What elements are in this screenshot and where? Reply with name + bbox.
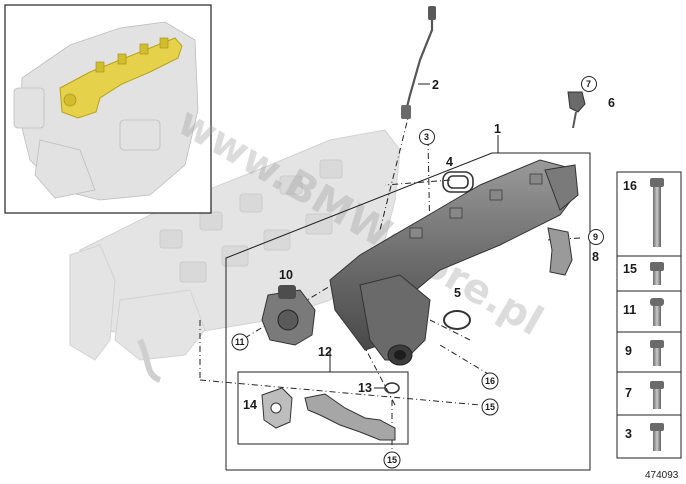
callout-4: 4	[446, 155, 453, 169]
callout-2: 2	[432, 78, 439, 92]
part-12-pipe	[304, 393, 396, 441]
callout-15b-circle	[383, 451, 401, 469]
callout-13: 13	[358, 381, 372, 395]
part-6-sensor	[567, 91, 586, 129]
callout-11: 11	[235, 337, 245, 347]
callout-15a: 15	[485, 402, 495, 412]
legend-num-3: 3	[625, 427, 632, 441]
legend-num-15: 15	[623, 262, 637, 276]
engine-ghost	[69, 129, 401, 383]
legend-num-16: 16	[623, 179, 637, 193]
callout-1: 1	[494, 122, 501, 136]
callout-16-circle	[481, 372, 499, 390]
callout-9-circle	[588, 229, 604, 245]
legend-num-11: 11	[623, 303, 636, 317]
bolt-11-icon	[650, 298, 664, 326]
legend-num-7: 7	[625, 386, 632, 400]
callout-11-circle	[231, 333, 249, 351]
inset-engine-overview	[4, 4, 212, 214]
callout-16: 16	[485, 376, 495, 386]
bolt-15-icon	[650, 262, 664, 285]
callout-9: 9	[593, 232, 598, 242]
callouts: 1 2 3 4 5 6 7 8 9 10 11 12 13 14 15 15 1…	[231, 76, 615, 469]
callout-15a-circle	[481, 398, 499, 416]
part-1-intake-manifold	[329, 159, 579, 366]
part-14-gasket	[261, 387, 293, 429]
part-10-actuator	[261, 285, 316, 346]
bolt-16-icon	[650, 178, 664, 247]
callout-6: 6	[608, 96, 615, 110]
part-5-seal-ring	[443, 310, 471, 330]
bolt-7-icon	[650, 381, 664, 409]
legend-num-9: 9	[625, 344, 632, 358]
callout-3: 3	[424, 132, 429, 142]
callout-7-circle	[581, 76, 597, 92]
catalog-number: 474093	[645, 470, 679, 481]
callout-15b: 15	[387, 455, 397, 465]
bolt-3-icon	[650, 423, 664, 451]
callout-14: 14	[243, 398, 257, 412]
callout-5: 5	[454, 286, 461, 300]
fastener-legend: 16 15 11 9 7 3	[616, 171, 682, 459]
callout-7: 7	[586, 79, 591, 89]
part-4-gasket	[442, 171, 474, 193]
callout-8: 8	[592, 250, 599, 264]
bolt-9-icon	[650, 340, 664, 366]
part-13-o-ring	[384, 382, 400, 394]
callout-12: 12	[318, 345, 332, 359]
callout-10: 10	[279, 268, 293, 282]
callout-3-circle	[419, 129, 435, 145]
part-2-temperature-sensor	[401, 6, 436, 119]
part-8-bracket	[547, 227, 573, 276]
